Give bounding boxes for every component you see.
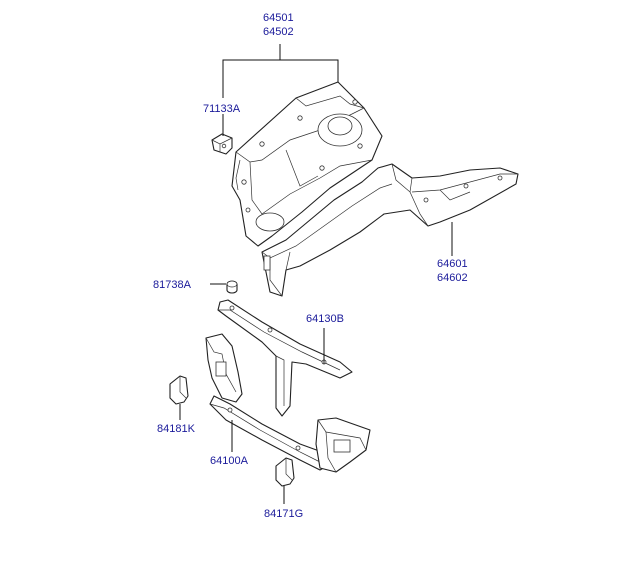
fender-apron-part[interactable] — [231, 81, 383, 247]
label-84181k: 84181K — [157, 423, 196, 435]
label-84171g: 84171G — [264, 508, 303, 520]
label-64601: 64601 — [437, 258, 468, 270]
left-pad-part[interactable] — [169, 375, 189, 405]
carrier-part[interactable] — [205, 333, 371, 473]
leader-lines — [179, 44, 453, 504]
label-81738a: 81738A — [153, 279, 192, 291]
label-64501: 64501 — [263, 12, 294, 24]
label-64100a: 64100A — [210, 455, 249, 467]
label-64502: 64502 — [263, 26, 294, 38]
side-member-part[interactable] — [261, 163, 519, 297]
label-64602: 64602 — [437, 272, 468, 284]
upper-member-part[interactable] — [217, 299, 353, 417]
bracket-part[interactable] — [211, 133, 233, 155]
label-71133a: 71133A — [203, 103, 241, 115]
bottom-pad-part[interactable] — [275, 457, 295, 487]
label-64130b: 64130B — [306, 313, 344, 325]
plug-part[interactable] — [226, 280, 238, 294]
